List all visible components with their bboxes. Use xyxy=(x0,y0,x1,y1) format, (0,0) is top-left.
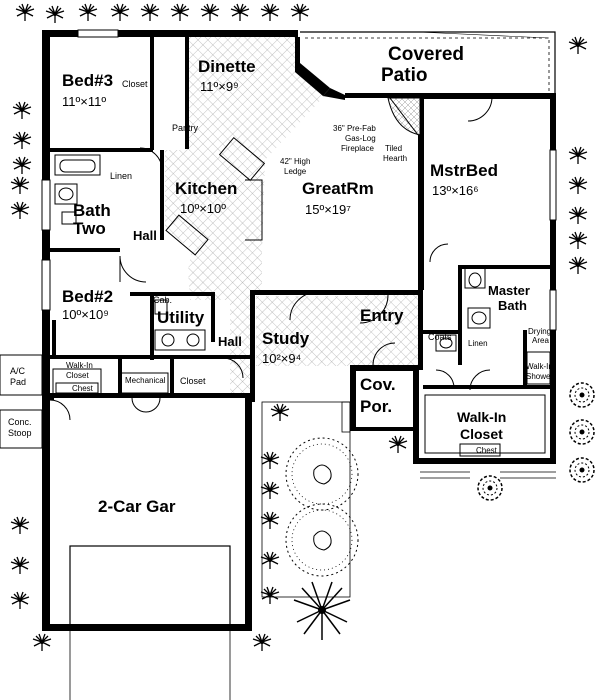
room-name-entry: Entry xyxy=(360,306,404,325)
label-high-ledge-1: 42" High xyxy=(280,157,311,166)
walkin-closet-line1: Walk-In xyxy=(457,409,507,425)
label-linen-upper: Linen xyxy=(110,171,133,181)
label-walkin-shower-2: Shower xyxy=(526,372,554,381)
label-fireplace-3: Fireplace xyxy=(341,144,374,153)
exterior-pads xyxy=(0,354,43,449)
room-size-bed3: 11º×11º xyxy=(62,94,107,109)
label-linen-lower: Linen xyxy=(468,339,488,348)
covered-patio-line2: Patio xyxy=(381,65,428,86)
cov-por-line2: Por. xyxy=(360,397,393,416)
room-name-utility: Utility xyxy=(157,308,205,327)
label-walkin-closet-small-2: Closet xyxy=(66,371,89,380)
label-closet-bed3: Closet xyxy=(122,79,148,89)
bath-two-line1: Bath xyxy=(73,201,111,220)
room-name-garage: 2-Car Gar xyxy=(98,497,176,516)
room-size-study: 10²×9⁴ xyxy=(262,351,302,366)
room-name-bed3: Bed#3 xyxy=(62,71,114,90)
label-mechanical: Mechanical xyxy=(125,376,166,385)
room-size-bed2: 10º×10⁹ xyxy=(62,307,109,322)
label-ac-pad-2: Pad xyxy=(10,377,27,387)
label-drying-area-1: Drying xyxy=(528,327,552,336)
label-walkin-shower-1: Walk-In xyxy=(526,362,553,371)
master-bath-line1: Master xyxy=(488,283,530,298)
label-closet-hall: Closet xyxy=(180,376,206,386)
covered-patio-line1: Covered xyxy=(388,44,465,65)
label-drying-area-2: Area xyxy=(532,336,549,345)
interior-walls xyxy=(50,37,556,398)
master-bath-line2: Bath xyxy=(498,298,527,313)
room-name-greatrm: GreatRm xyxy=(302,179,374,198)
room-name-hall-upper: Hall xyxy=(133,228,157,243)
covered-patio-outline xyxy=(300,31,556,95)
room-name-kitchen: Kitchen xyxy=(175,179,238,198)
label-conc-stoop-2: Stoop xyxy=(8,428,32,438)
label-pantry: Pantry xyxy=(172,123,199,133)
label-coats: Coats xyxy=(428,332,452,342)
room-size-dinette: 11º×9⁹ xyxy=(200,79,239,94)
windows xyxy=(41,29,557,331)
label-walkin-closet-small-1: Walk-In xyxy=(66,361,93,370)
walkway xyxy=(261,401,351,598)
room-name-hall-lower: Hall xyxy=(218,334,242,349)
fixtures xyxy=(52,97,551,457)
room-size-mstrbed: 13º×16⁶ xyxy=(432,183,479,198)
label-chest-right: Chest xyxy=(476,446,497,455)
room-name-study: Study xyxy=(262,329,310,348)
room-name-bed2: Bed#2 xyxy=(62,287,114,306)
driveway xyxy=(69,631,231,700)
room-size-greatrm: 15º×19⁷ xyxy=(305,202,351,217)
label-tiled-hearth-1: Tiled xyxy=(385,144,403,153)
landscaping xyxy=(10,3,595,652)
walkin-closet-line2: Closet xyxy=(460,426,503,442)
room-size-kitchen: 10º×10º xyxy=(180,201,227,216)
bath-two-line2: Two xyxy=(73,219,106,238)
room-name-mstrbed: MstrBed xyxy=(430,161,499,180)
garage-door xyxy=(69,545,231,629)
cov-por-line1: Cov. xyxy=(360,375,396,394)
label-conc-stoop-1: Conc. xyxy=(8,417,32,427)
room-name-dinette: Dinette xyxy=(198,57,256,76)
label-fireplace-1: 36" Pre-Fab xyxy=(333,124,376,133)
label-ac-pad-1: A/C xyxy=(10,366,26,376)
label-chest-left: Chest xyxy=(72,384,93,393)
label-cab: Cab. xyxy=(153,295,173,305)
label-fireplace-2: Gas-Log xyxy=(345,134,376,143)
label-high-ledge-2: Ledge xyxy=(284,167,307,176)
door-swings xyxy=(49,96,493,421)
label-tiled-hearth-2: Hearth xyxy=(383,154,408,163)
